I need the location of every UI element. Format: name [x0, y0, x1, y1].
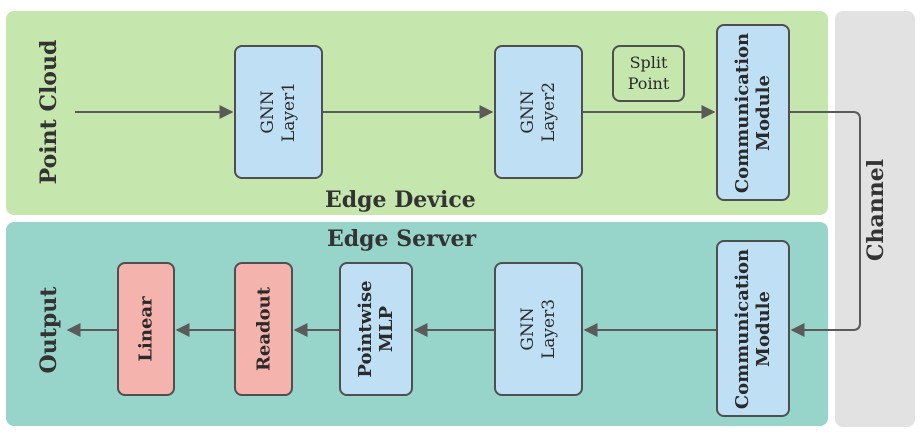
gnn-layer2-block: GNN Layer2 [494, 45, 583, 179]
readout-block: Readout [234, 262, 293, 396]
gnn-layer3-block: GNN Layer3 [494, 262, 583, 396]
communication-module-bottom-block: Communication Module [716, 240, 790, 417]
edge-server-label: Edge Server [327, 226, 477, 252]
gnn-layer1-block: GNN Layer1 [234, 45, 323, 179]
communication-module-top-block: Communication Module [716, 24, 790, 201]
pointwise-mlp-block: Pointwise MLP [339, 262, 413, 396]
linear-block: Linear [117, 262, 175, 396]
channel-region [835, 11, 915, 427]
split-point-box: Split Point [612, 45, 685, 102]
split-point-line1: Split [629, 53, 668, 72]
split-point-line2: Point [627, 74, 670, 93]
edge-device-label: Edge Device [325, 187, 476, 213]
arrow-channel-path [790, 111, 861, 337]
